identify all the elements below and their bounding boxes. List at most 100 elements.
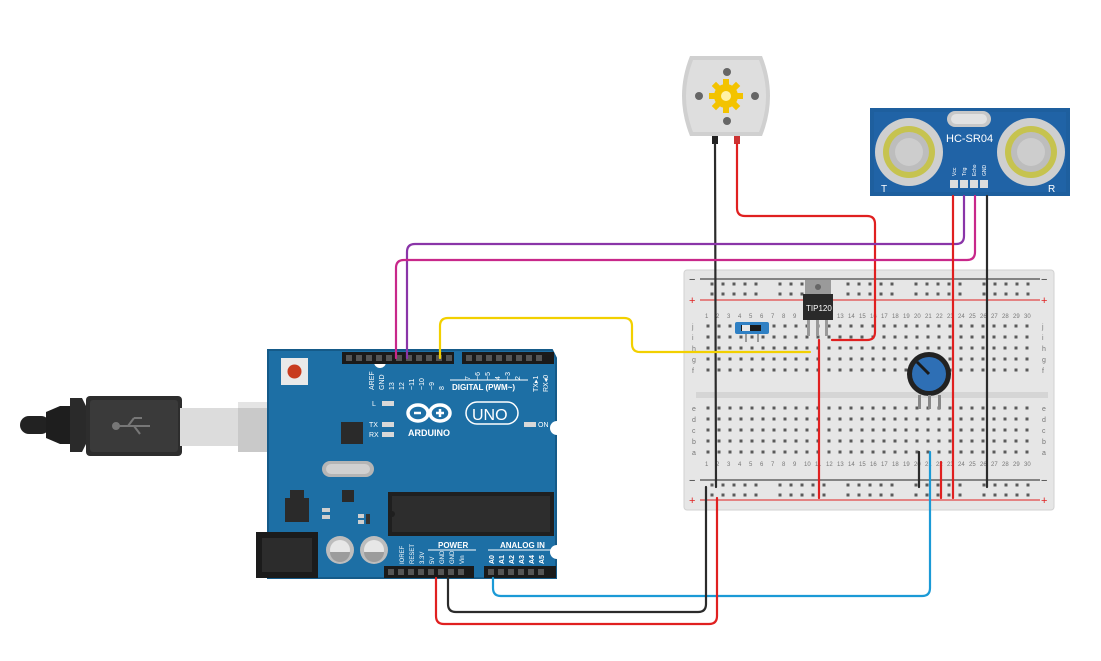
breadboard-hole[interactable] — [827, 368, 831, 372]
breadboard-hole[interactable] — [789, 483, 793, 487]
breadboard-hole[interactable] — [1004, 282, 1008, 286]
breadboard-hole[interactable] — [947, 483, 951, 487]
breadboard-hole[interactable] — [937, 324, 941, 328]
breadboard-hole[interactable] — [1026, 493, 1030, 497]
breadboard-hole[interactable] — [778, 292, 782, 296]
breadboard-hole[interactable] — [882, 450, 886, 454]
breadboard-hole[interactable] — [794, 357, 798, 361]
breadboard-hole[interactable] — [937, 346, 941, 350]
breadboard-hole[interactable] — [893, 346, 897, 350]
breadboard-hole[interactable] — [811, 483, 815, 487]
dc-motor[interactable] — [682, 56, 770, 144]
breadboard-hole[interactable] — [717, 335, 721, 339]
breadboard-hole[interactable] — [706, 406, 710, 410]
breadboard-hole[interactable] — [857, 282, 861, 286]
breadboard-hole[interactable] — [868, 493, 872, 497]
breadboard-hole[interactable] — [879, 282, 883, 286]
breadboard-hole[interactable] — [1003, 428, 1007, 432]
breadboard-hole[interactable] — [958, 483, 962, 487]
breadboard-hole[interactable] — [959, 368, 963, 372]
breadboard-hole[interactable] — [754, 282, 758, 286]
breadboard-hole[interactable] — [948, 406, 952, 410]
breadboard-hole[interactable] — [772, 406, 776, 410]
breadboard-hole[interactable] — [860, 368, 864, 372]
hc-sr04-sensor[interactable]: HC-SR04 T R Vcc Trig Echo GND — [870, 108, 1070, 196]
breadboard-hole[interactable] — [868, 483, 872, 487]
breadboard-hole[interactable] — [925, 483, 929, 487]
breadboard-hole[interactable] — [838, 324, 842, 328]
breadboard-hole[interactable] — [871, 417, 875, 421]
breadboard-hole[interactable] — [982, 292, 986, 296]
breadboard-hole[interactable] — [849, 439, 853, 443]
breadboard-hole[interactable] — [915, 428, 919, 432]
breadboard-hole[interactable] — [893, 417, 897, 421]
breadboard-hole[interactable] — [838, 439, 842, 443]
breadboard-hole[interactable] — [993, 292, 997, 296]
breadboard-hole[interactable] — [827, 428, 831, 432]
breadboard-hole[interactable] — [717, 324, 721, 328]
breadboard-hole[interactable] — [857, 292, 861, 296]
breadboard-hole[interactable] — [800, 292, 804, 296]
breadboard-hole[interactable] — [981, 406, 985, 410]
breadboard-hole[interactable] — [794, 368, 798, 372]
wire-blue[interactable] — [491, 450, 932, 598]
breadboard-hole[interactable] — [926, 346, 930, 350]
breadboard-hole[interactable] — [970, 324, 974, 328]
breadboard-hole[interactable] — [992, 406, 996, 410]
breadboard-hole[interactable] — [959, 346, 963, 350]
breadboard-hole[interactable] — [710, 282, 714, 286]
breadboard-hole[interactable] — [959, 439, 963, 443]
breadboard-hole[interactable] — [1015, 483, 1019, 487]
breadboard-hole[interactable] — [982, 483, 986, 487]
breadboard-hole[interactable] — [958, 282, 962, 286]
breadboard-hole[interactable] — [948, 417, 952, 421]
breadboard-hole[interactable] — [772, 428, 776, 432]
breadboard-hole[interactable] — [739, 346, 743, 350]
breadboard-hole[interactable] — [904, 335, 908, 339]
wire-motor-red[interactable] — [735, 142, 877, 342]
wire-yellow[interactable] — [438, 316, 812, 360]
breadboard-hole[interactable] — [993, 282, 997, 286]
breadboard-hole[interactable] — [1003, 357, 1007, 361]
breadboard-hole[interactable] — [926, 428, 930, 432]
breadboard-hole[interactable] — [750, 335, 754, 339]
breadboard-hole[interactable] — [1025, 346, 1029, 350]
breadboard-hole[interactable] — [868, 282, 872, 286]
breadboard-hole[interactable] — [761, 450, 765, 454]
breadboard-hole[interactable] — [893, 428, 897, 432]
breadboard-hole[interactable] — [838, 357, 842, 361]
breadboard-hole[interactable] — [849, 368, 853, 372]
arduino-board[interactable]: AREF GND 13 12 ~11 ~10 ~9 8 7 ~6 ~5 4 ~3… — [256, 349, 564, 579]
breadboard-hole[interactable] — [981, 357, 985, 361]
breadboard-hole[interactable] — [794, 439, 798, 443]
wire-arduino-5v[interactable] — [434, 496, 719, 626]
breadboard-hole[interactable] — [981, 324, 985, 328]
breadboard-hole[interactable] — [721, 483, 725, 487]
breadboard-hole[interactable] — [794, 450, 798, 454]
breadboard-hole[interactable] — [1025, 406, 1029, 410]
breadboard-hole[interactable] — [805, 406, 809, 410]
breadboard-hole[interactable] — [1014, 439, 1018, 443]
breadboard-hole[interactable] — [937, 335, 941, 339]
breadboard-hole[interactable] — [860, 357, 864, 361]
breadboard-hole[interactable] — [948, 357, 952, 361]
breadboard-hole[interactable] — [789, 292, 793, 296]
breadboard-hole[interactable] — [783, 368, 787, 372]
breadboard-hole[interactable] — [981, 346, 985, 350]
slide-switch[interactable] — [735, 322, 769, 342]
breadboard-hole[interactable] — [849, 346, 853, 350]
breadboard-hole[interactable] — [1004, 292, 1008, 296]
breadboard-hole[interactable] — [915, 335, 919, 339]
breadboard-hole[interactable] — [970, 406, 974, 410]
breadboard-hole[interactable] — [993, 483, 997, 487]
breadboard-hole[interactable] — [948, 346, 952, 350]
breadboard-hole[interactable] — [772, 368, 776, 372]
breadboard-hole[interactable] — [1003, 335, 1007, 339]
breadboard-hole[interactable] — [750, 439, 754, 443]
breadboard-hole[interactable] — [937, 439, 941, 443]
breadboard-hole[interactable] — [947, 292, 951, 296]
breadboard-hole[interactable] — [783, 417, 787, 421]
breadboard-hole[interactable] — [838, 368, 842, 372]
breadboard-hole[interactable] — [717, 450, 721, 454]
